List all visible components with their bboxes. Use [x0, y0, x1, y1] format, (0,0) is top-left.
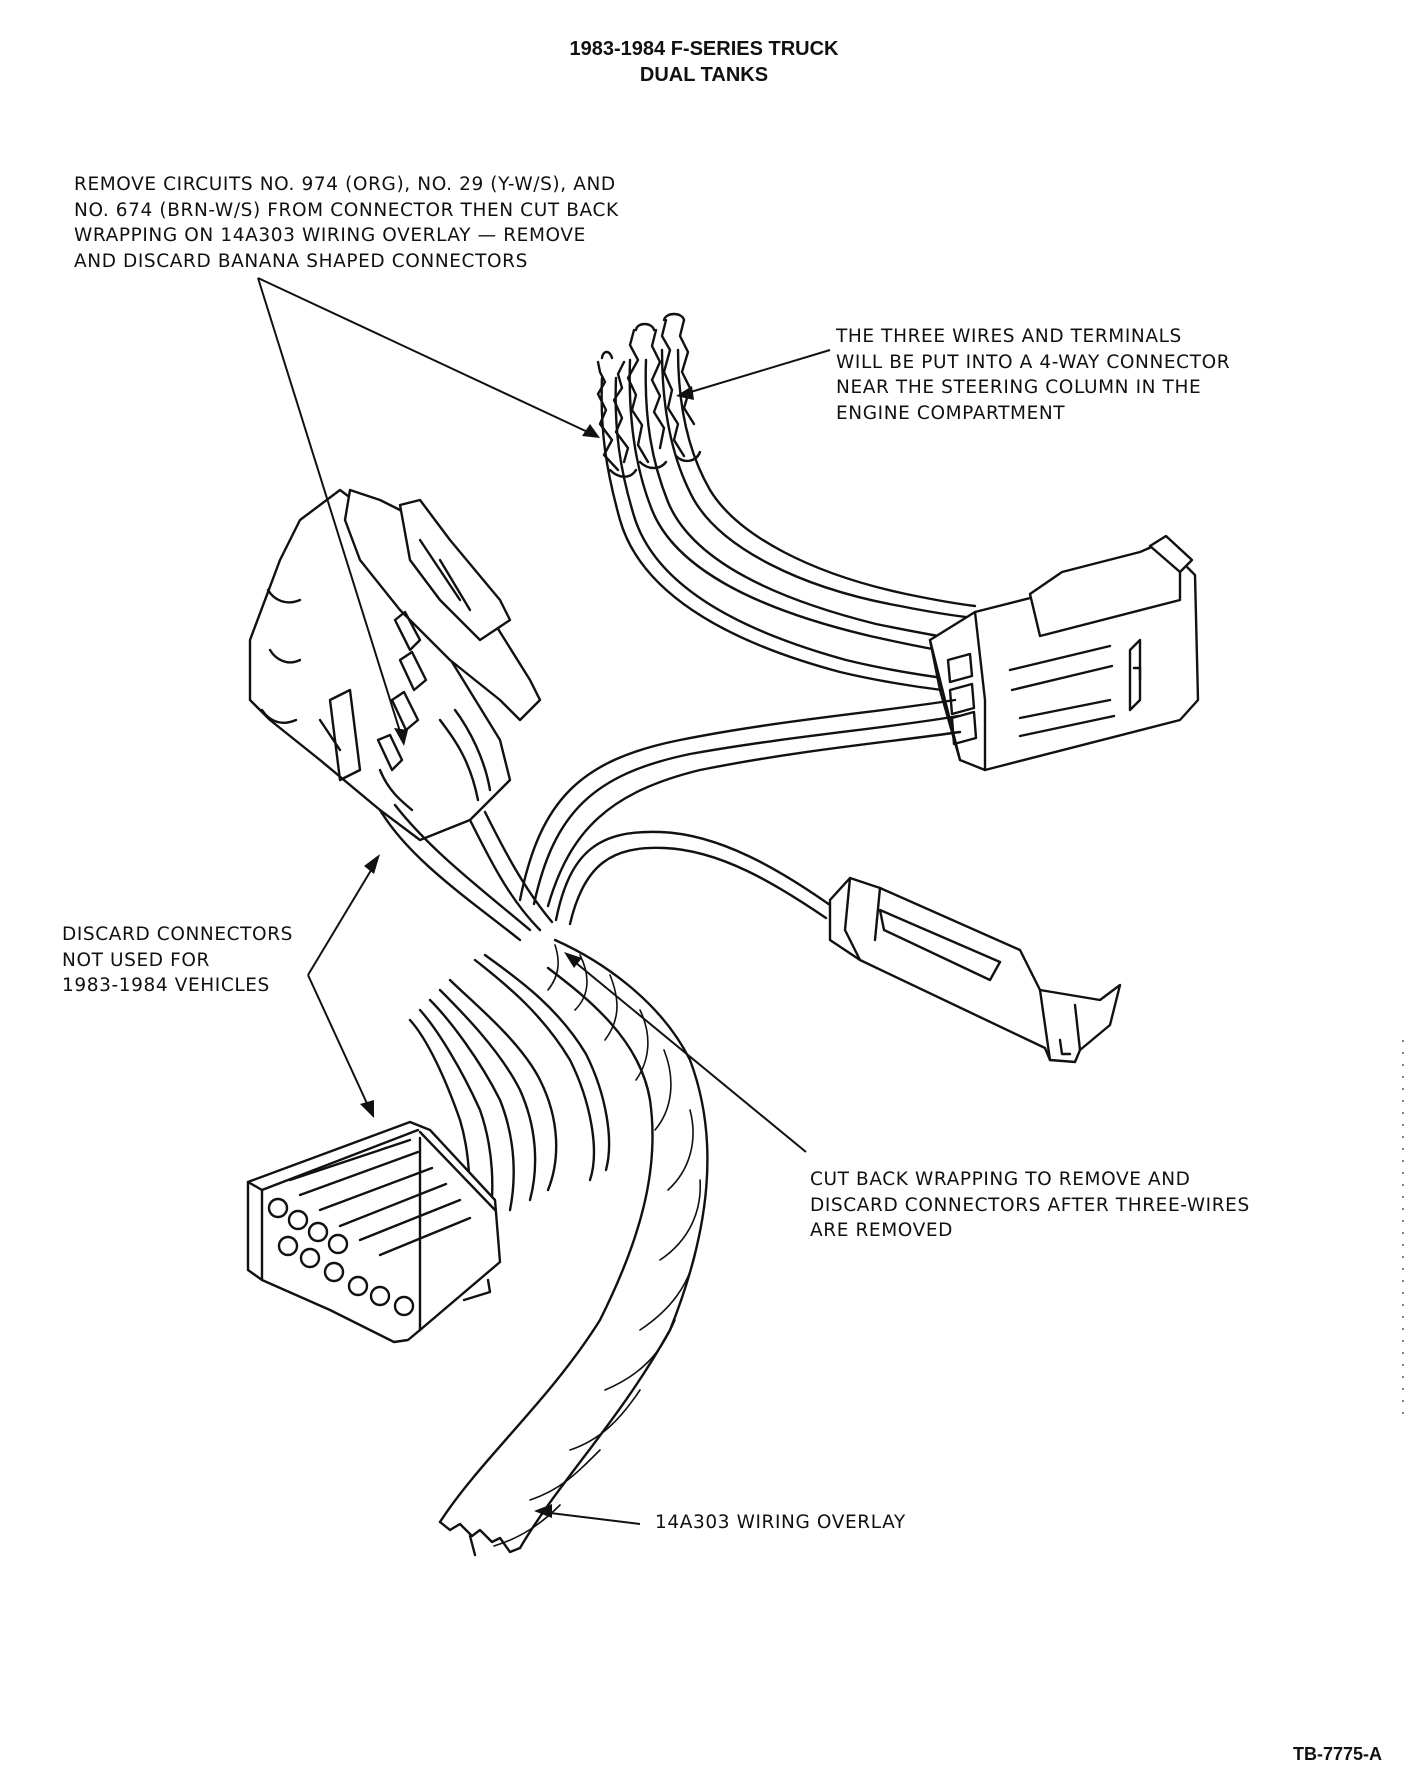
- arrowhead-terminals: [676, 386, 694, 400]
- leader-to-banana-lower: [307, 861, 377, 976]
- callout-cut-back-wrapping: CUT BACK WRAPPING TO REMOVE AND DISCARD …: [810, 1169, 1250, 1241]
- small-connector: [554, 830, 1122, 1064]
- figure-number: TB-7775-A: [1292, 1744, 1382, 1764]
- leader-lines: [257, 277, 831, 1525]
- callout-three-wires: THE THREE WIRES AND TERMINALS WILL BE PU…: [836, 326, 1231, 424]
- eight-way-connector: [246, 1120, 502, 1344]
- arrowhead-eight-way: [360, 1100, 374, 1118]
- callout-wiring-overlay: 14A303 WIRING OVERLAY: [655, 1512, 906, 1533]
- leader-to-loose-wires: [257, 277, 593, 435]
- callout-discard-connectors: DISCARD CONNECTORS NOT USED FOR 1983-198…: [62, 924, 294, 996]
- banana-shaped-connectors: [248, 488, 542, 842]
- leader-to-eight-way: [307, 974, 371, 1111]
- leader-to-terminals: [683, 349, 831, 395]
- leader-to-wrapping: [569, 957, 807, 1153]
- leader-to-overlay: [541, 1511, 641, 1525]
- arrowhead-banana-connectors: [394, 728, 408, 746]
- arrowhead-banana-lower: [364, 854, 380, 874]
- wiring-overlay-trunk: [438, 938, 709, 1557]
- leader-to-banana-connectors: [257, 277, 403, 739]
- arrowhead-wrapping: [564, 952, 582, 968]
- callout-remove-circuits: REMOVE CIRCUITS NO. 974 (ORG), NO. 29 (Y…: [74, 174, 619, 272]
- title-line-2: DUAL TANKS: [639, 64, 769, 86]
- arrowhead-overlay: [534, 1504, 552, 1518]
- title-line-1: 1983-1984 F-SERIES TRUCK: [569, 38, 839, 60]
- four-way-connector: [928, 534, 1200, 772]
- loose-wires-with-terminals: [596, 312, 977, 696]
- arrowhead-loose-wires: [582, 424, 600, 438]
